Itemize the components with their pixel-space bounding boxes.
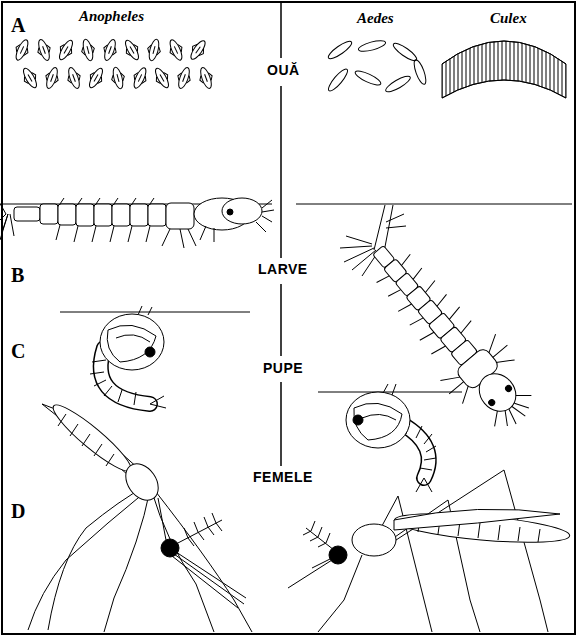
aedes-eggs [326, 39, 428, 95]
genus-name: Anopheles [77, 8, 146, 25]
culex-egg-raft [442, 41, 566, 98]
stage-letter: D [9, 500, 27, 522]
culex-larva [296, 204, 572, 444]
anopheles-eggs [11, 37, 215, 91]
stage-name: FEMELE [251, 470, 315, 485]
anopheles-pupa [60, 306, 250, 408]
stage-name: OUĂ [265, 63, 302, 78]
culex-pupa [318, 384, 462, 492]
stage-name: PUPE [261, 361, 305, 376]
stage-letter: A [9, 14, 27, 36]
anopheles-female [28, 398, 252, 632]
stage-letter: C [9, 340, 27, 362]
anopheles-larva [0, 198, 274, 248]
genus-name: Culex [488, 10, 529, 27]
culex-female [288, 470, 571, 632]
genus-name: Aedes [355, 10, 396, 27]
stage-letter: B [9, 264, 26, 286]
stage-name: LARVE [256, 262, 310, 277]
